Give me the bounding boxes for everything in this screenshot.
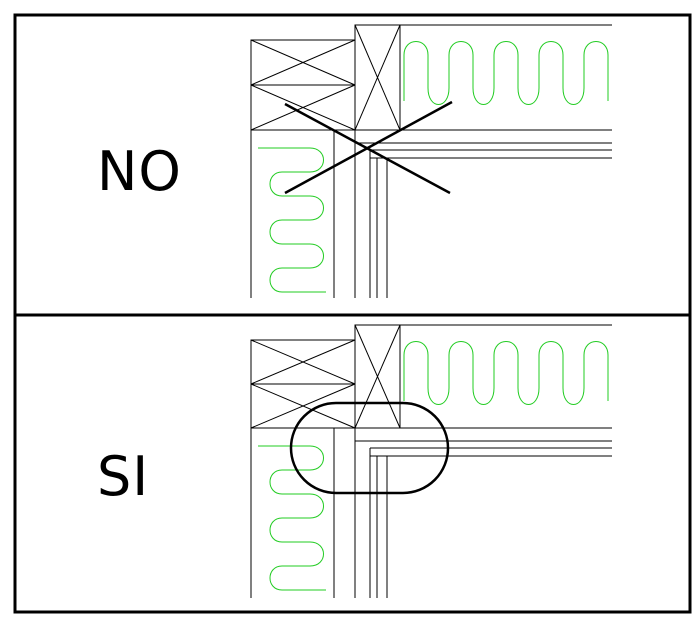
panel-top-label: NO — [97, 140, 182, 203]
insulation-horizontal-top — [403, 41, 609, 105]
panel-bottom-label: SI — [97, 445, 150, 508]
panel-bottom-detail — [250, 324, 612, 598]
insulation-horizontal-bottom — [403, 341, 609, 405]
insulation-vertical-top — [258, 147, 326, 293]
cross-mark-icon — [284, 100, 453, 195]
highlight-oval-icon — [289, 401, 450, 495]
panel-top-detail — [250, 24, 612, 298]
insulation-vertical-bottom — [258, 445, 326, 591]
